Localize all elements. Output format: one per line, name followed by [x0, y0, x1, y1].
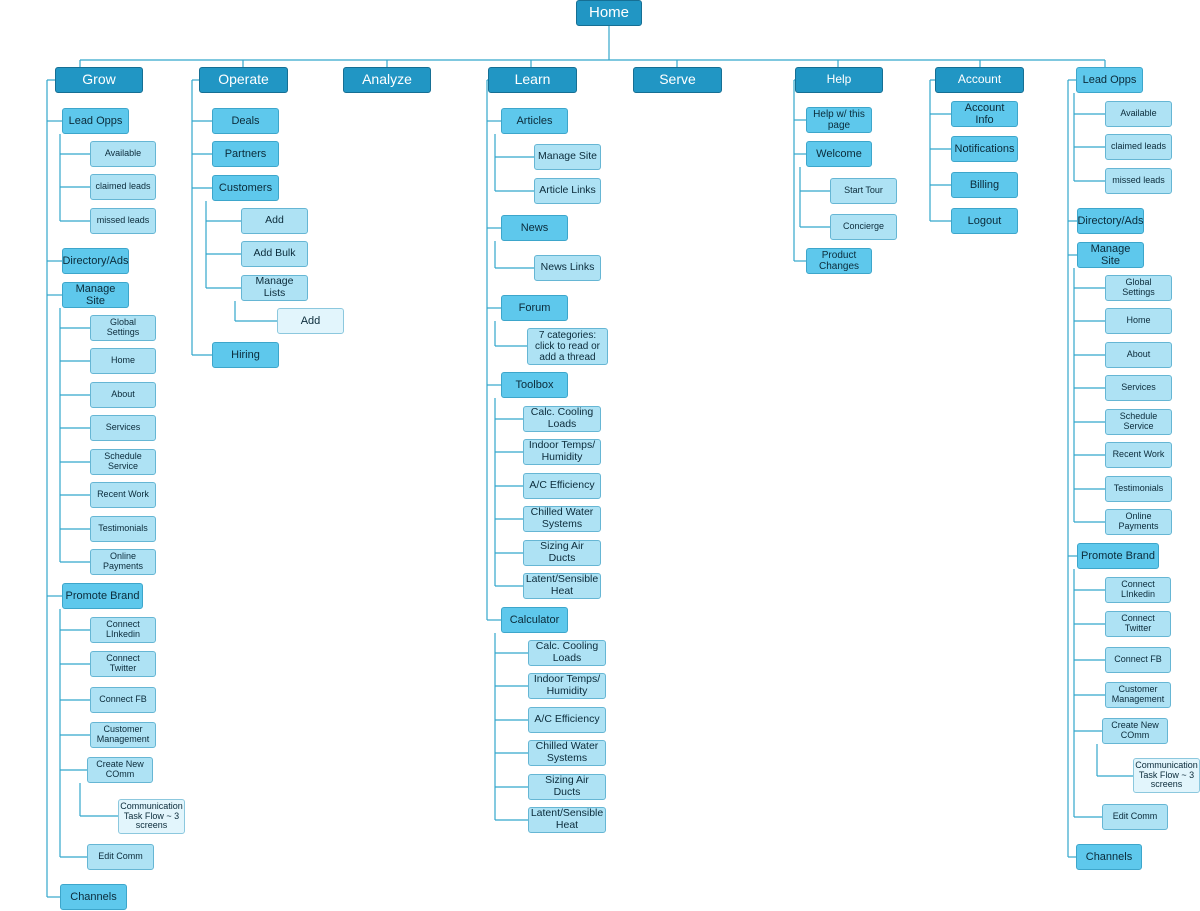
node-learn-toolbox-calc-cooling-loads[interactable]: Calc. Cooling Loads: [523, 406, 601, 432]
node-operate-customers[interactable]: Customers: [212, 175, 279, 201]
node-right-manage-site[interactable]: Manage Site: [1077, 242, 1144, 268]
node-learn-news[interactable]: News: [501, 215, 568, 241]
node-operate-add[interactable]: Add: [241, 208, 308, 234]
node-account-notifications[interactable]: Notifications: [951, 136, 1018, 162]
node-operate[interactable]: Operate: [199, 67, 288, 93]
node-grow-channels[interactable]: Channels: [60, 884, 127, 910]
node-right-global-settings[interactable]: Global Settings: [1105, 275, 1172, 301]
node-help[interactable]: Help: [795, 67, 883, 93]
node-right-connect-fb[interactable]: Connect FB: [1105, 647, 1171, 673]
node-right-testimonials[interactable]: Testimonials: [1105, 476, 1172, 502]
node-grow-online-payments[interactable]: Online Payments: [90, 549, 156, 575]
node-right-about[interactable]: About: [1105, 342, 1172, 368]
node-right-home[interactable]: Home: [1105, 308, 1172, 334]
node-account[interactable]: Account: [935, 67, 1024, 93]
node-help-start-tour[interactable]: Start Tour: [830, 178, 897, 204]
node-grow-directory-ads[interactable]: Directory/Ads: [62, 248, 129, 274]
node-operate-partners[interactable]: Partners: [212, 141, 279, 167]
node-learn-toolbox-indoor-temps[interactable]: Indoor Temps/ Humidity: [523, 439, 601, 465]
node-right-directory-ads[interactable]: Directory/Ads: [1077, 208, 1144, 234]
node-grow-connect-twitter[interactable]: Connect Twitter: [90, 651, 156, 677]
node-right-create-new-comm[interactable]: Create New COmm: [1102, 718, 1168, 744]
node-right-claimed-leads[interactable]: claimed leads: [1105, 134, 1172, 160]
node-grow-missed-leads[interactable]: missed leads: [90, 208, 156, 234]
node-grow-edit-comm[interactable]: Edit Comm: [87, 844, 154, 870]
node-learn-toolbox[interactable]: Toolbox: [501, 372, 568, 398]
node-grow-lead-opps[interactable]: Lead Opps: [62, 108, 129, 134]
node-help-welcome[interactable]: Welcome: [806, 141, 872, 167]
node-right-online-payments[interactable]: Online Payments: [1105, 509, 1172, 535]
node-home[interactable]: Home: [576, 0, 642, 26]
node-right-missed-leads[interactable]: missed leads: [1105, 168, 1172, 194]
node-grow-communication-task-flow[interactable]: Communication Task Flow ~ 3 screens: [118, 799, 185, 834]
node-operate-manage-lists-add[interactable]: Add: [277, 308, 344, 334]
node-learn-calc-sizing-air-ducts[interactable]: Sizing Air Ducts: [528, 774, 606, 800]
node-grow-connect-fb[interactable]: Connect FB: [90, 687, 156, 713]
node-learn-articles[interactable]: Articles: [501, 108, 568, 134]
node-analyze[interactable]: Analyze: [343, 67, 431, 93]
node-grow-promote-brand[interactable]: Promote Brand: [62, 583, 143, 609]
node-learn-forum[interactable]: Forum: [501, 295, 568, 321]
node-learn-news-links[interactable]: News Links: [534, 255, 601, 281]
node-right-customer-management[interactable]: Customer Management: [1105, 682, 1171, 708]
node-right-connect-linkedin[interactable]: Connect LInkedin: [1105, 577, 1171, 603]
node-right-edit-comm[interactable]: Edit Comm: [1102, 804, 1168, 830]
node-learn-manage-site[interactable]: Manage Site: [534, 144, 601, 170]
node-learn-article-links[interactable]: Article Links: [534, 178, 601, 204]
node-grow-claimed-leads[interactable]: claimed leads: [90, 174, 156, 200]
node-learn-toolbox-latent-sensible[interactable]: Latent/Sensible Heat: [523, 573, 601, 599]
node-operate-hiring[interactable]: Hiring: [212, 342, 279, 368]
node-grow-create-new-comm[interactable]: Create New COmm: [87, 757, 153, 783]
node-operate-add-bulk[interactable]: Add Bulk: [241, 241, 308, 267]
node-help-this-page[interactable]: Help w/ this page: [806, 107, 872, 133]
node-grow-about[interactable]: About: [90, 382, 156, 408]
node-learn-calculator[interactable]: Calculator: [501, 607, 568, 633]
node-grow-connect-linkedin[interactable]: Connect LInkedin: [90, 617, 156, 643]
node-account-billing[interactable]: Billing: [951, 172, 1018, 198]
node-learn[interactable]: Learn: [488, 67, 577, 93]
node-help-product-changes[interactable]: Product Changes: [806, 248, 872, 274]
node-grow-recent-work[interactable]: Recent Work: [90, 482, 156, 508]
node-grow-services[interactable]: Services: [90, 415, 156, 441]
node-learn-toolbox-ac-efficiency[interactable]: A/C Efficiency: [523, 473, 601, 499]
node-right-channels[interactable]: Channels: [1076, 844, 1142, 870]
node-serve[interactable]: Serve: [633, 67, 722, 93]
node-learn-calc-indoor-temps[interactable]: Indoor Temps/ Humidity: [528, 673, 606, 699]
node-learn-calc-cooling-loads[interactable]: Calc. Cooling Loads: [528, 640, 606, 666]
node-help-concierge[interactable]: Concierge: [830, 214, 897, 240]
node-learn-calc-latent-sensible[interactable]: Latent/Sensible Heat: [528, 807, 606, 833]
node-right-connect-twitter[interactable]: Connect Twitter: [1105, 611, 1171, 637]
node-right-schedule-service[interactable]: Schedule Service: [1105, 409, 1172, 435]
node-learn-forum-categories[interactable]: 7 categories: click to read or add a thr…: [527, 328, 608, 365]
node-right-promote-brand[interactable]: Promote Brand: [1077, 543, 1159, 569]
node-account-info[interactable]: Account Info: [951, 101, 1018, 127]
node-grow-home[interactable]: Home: [90, 348, 156, 374]
node-learn-toolbox-sizing-air-ducts[interactable]: Sizing Air Ducts: [523, 540, 601, 566]
node-grow[interactable]: Grow: [55, 67, 143, 93]
node-grow-manage-site[interactable]: Manage Site: [62, 282, 129, 308]
node-grow-schedule-service[interactable]: Schedule Service: [90, 449, 156, 475]
node-grow-customer-management[interactable]: Customer Management: [90, 722, 156, 748]
node-grow-testimonials[interactable]: Testimonials: [90, 516, 156, 542]
node-operate-deals[interactable]: Deals: [212, 108, 279, 134]
node-learn-calc-ac-efficiency[interactable]: A/C Efficiency: [528, 707, 606, 733]
node-right-available[interactable]: Available: [1105, 101, 1172, 127]
node-grow-available[interactable]: Available: [90, 141, 156, 167]
node-learn-toolbox-chilled-water[interactable]: Chilled Water Systems: [523, 506, 601, 532]
node-learn-calc-chilled-water[interactable]: Chilled Water Systems: [528, 740, 606, 766]
node-grow-global-settings[interactable]: Global Settings: [90, 315, 156, 341]
node-account-logout[interactable]: Logout: [951, 208, 1018, 234]
node-right-lead-opps[interactable]: Lead Opps: [1076, 67, 1143, 93]
node-operate-manage-lists[interactable]: Manage Lists: [241, 275, 308, 301]
node-right-recent-work[interactable]: Recent Work: [1105, 442, 1172, 468]
node-right-services[interactable]: Services: [1105, 375, 1172, 401]
node-right-communication-task-flow[interactable]: Communication Task Flow ~ 3 screens: [1133, 758, 1200, 793]
